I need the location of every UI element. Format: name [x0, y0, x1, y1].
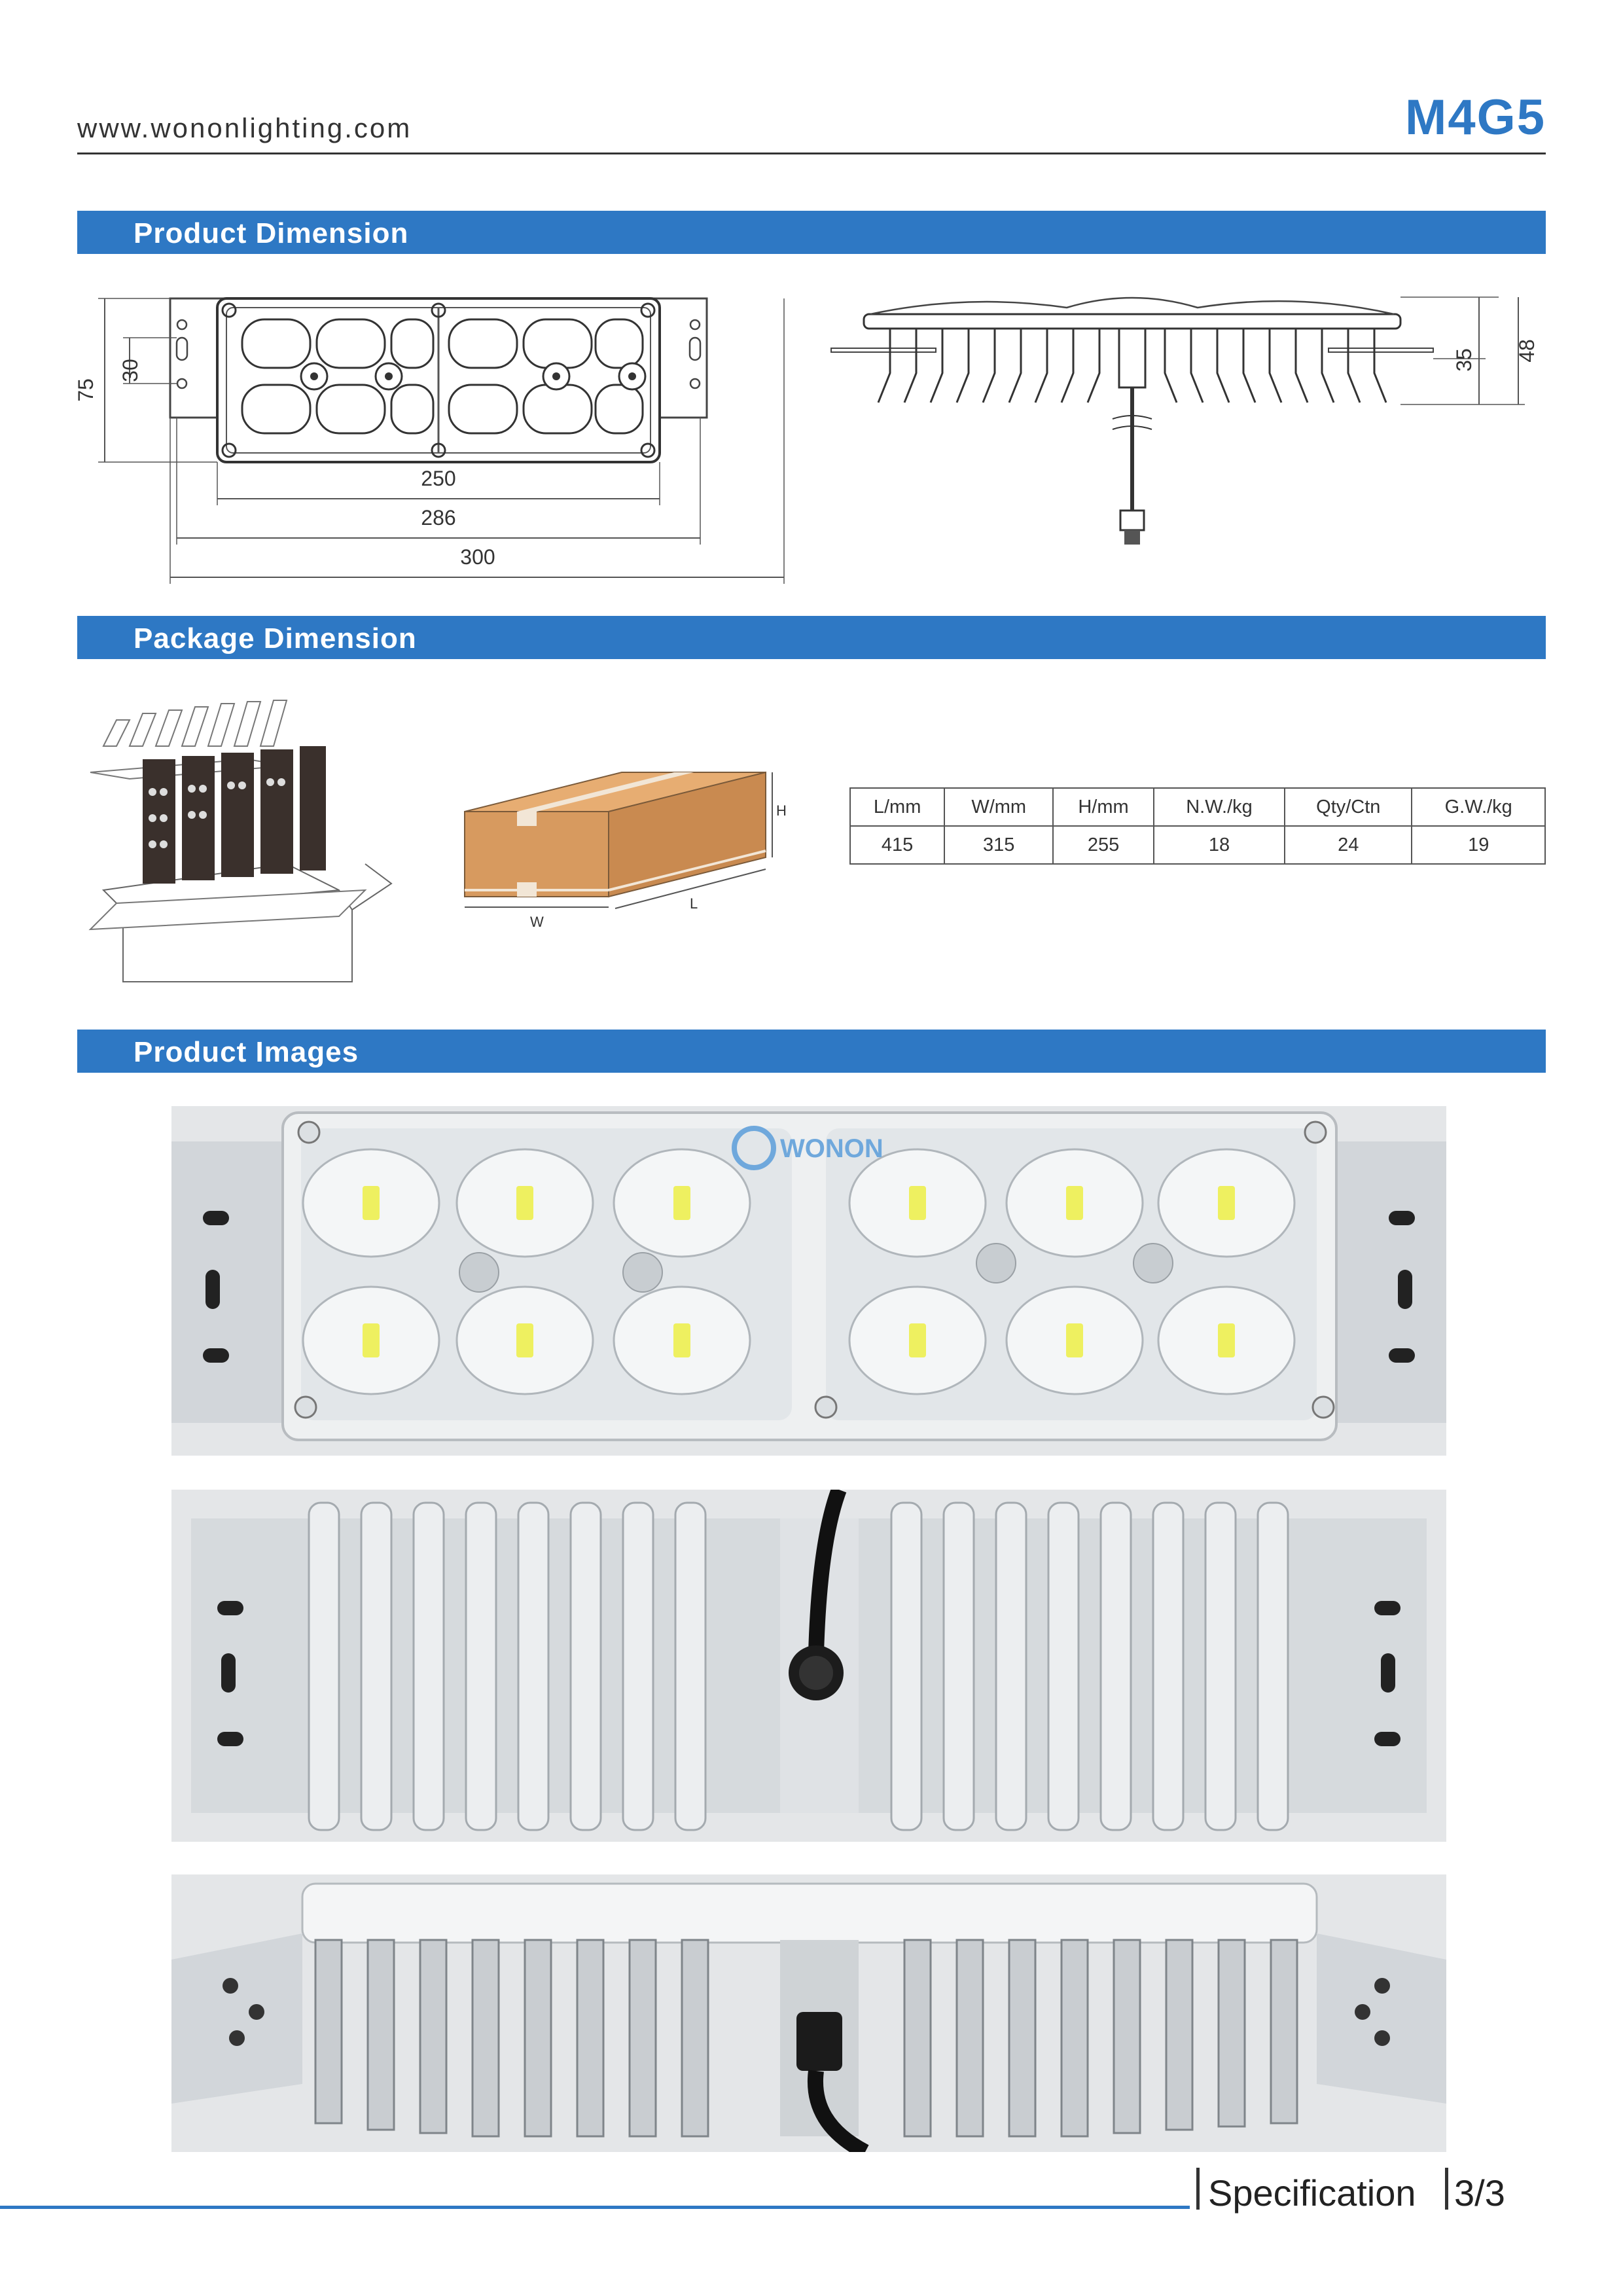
- side-dimension-drawing: 35 48: [830, 296, 1539, 545]
- footer-divider-right: [1445, 2168, 1448, 2210]
- product-photo-side: [171, 1874, 1446, 2152]
- table-header-row: L/mm W/mm H/mm N.W./kg Qty/Ctn G.W./kg: [849, 787, 1546, 827]
- table-cell: 18: [1152, 825, 1286, 865]
- package-table: L/mm W/mm H/mm N.W./kg Qty/Ctn G.W./kg 4…: [849, 787, 1546, 865]
- table-cell: 415: [849, 825, 946, 865]
- table-header: G.W./kg: [1411, 787, 1546, 827]
- table-row: 415 315 255 18 24 19: [849, 825, 1546, 865]
- front-dimension-drawing: 75 30 250 286 300: [74, 297, 785, 584]
- product-photo-back: [171, 1490, 1446, 1842]
- dim-width-250: 250: [421, 467, 455, 490]
- dim-side-35: 35: [1452, 348, 1476, 372]
- dim-width-286: 286: [421, 506, 455, 529]
- section-title: Product Dimension: [134, 217, 409, 249]
- packing-illustration: [88, 700, 393, 982]
- table-header: W/mm: [944, 787, 1054, 827]
- table-cell: 19: [1411, 825, 1546, 865]
- box-label-l: L: [690, 895, 698, 912]
- page-number: 3/3: [1454, 2172, 1505, 2214]
- section-title: Package Dimension: [134, 622, 417, 655]
- table-cell: 255: [1052, 825, 1154, 865]
- table-cell: 24: [1284, 825, 1413, 865]
- footer-line: [0, 2206, 1190, 2209]
- dim-width-300: 300: [460, 545, 495, 569]
- header-divider: [77, 152, 1546, 154]
- box-label-h: H: [776, 802, 787, 819]
- dim-side-48: 48: [1515, 339, 1539, 363]
- footer-label: Specification: [1208, 2172, 1416, 2214]
- table-header: H/mm: [1052, 787, 1154, 827]
- carton-box-illustration: H L W: [464, 771, 787, 930]
- table-header: Qty/Ctn: [1284, 787, 1413, 827]
- table-header: L/mm: [849, 787, 946, 827]
- product-photo-front: WONON: [171, 1106, 1446, 1456]
- section-bar-product-images: Product Images: [77, 1030, 1546, 1073]
- table-header: N.W./kg: [1152, 787, 1286, 827]
- section-title: Product Images: [134, 1036, 359, 1068]
- footer-divider-left: [1196, 2168, 1200, 2210]
- model-number: M4G5: [1405, 90, 1546, 145]
- dim-height-outer: 75: [74, 378, 98, 402]
- brand-logo: WONON: [780, 1134, 883, 1163]
- table-cell: 315: [944, 825, 1054, 865]
- box-label-w: W: [530, 914, 544, 930]
- website-url: www.wononlighting.com: [77, 113, 412, 143]
- section-bar-product-dimension: Product Dimension: [77, 211, 1546, 254]
- section-bar-package-dimension: Package Dimension: [77, 616, 1546, 659]
- dim-height-inner: 30: [118, 359, 142, 382]
